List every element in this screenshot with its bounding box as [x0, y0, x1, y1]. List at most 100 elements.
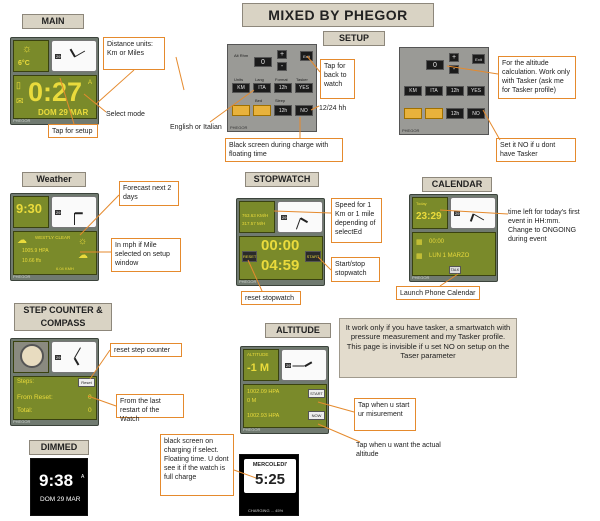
stopwatch-brand: PHEGOR [239, 279, 257, 284]
setup2-minus-button[interactable]: - [449, 65, 459, 74]
altitude-relative: 0 M [247, 398, 257, 404]
stopwatch-date-badge: 29 [281, 215, 288, 220]
weather-brand: PHEGOR [13, 274, 31, 279]
setup2-plus-button[interactable]: + [449, 53, 459, 62]
mail-icon: ✉ [16, 96, 24, 106]
setup-tasker-label: Tasker [296, 77, 308, 82]
note-tap-start: Tap when u start ur misurement [354, 398, 416, 431]
setup2-units-button[interactable]: KM [404, 86, 422, 96]
section-setup-label: SETUP [323, 31, 385, 46]
forecast-sun-icon: ☼ [78, 236, 88, 247]
setup2-tasker-button[interactable]: YES [467, 86, 485, 96]
clock-date-badge: 29 [55, 54, 62, 59]
setup-minus-button[interactable]: - [277, 62, 287, 71]
weather-tile[interactable]: ☼ 6°C [13, 40, 49, 72]
setup-alt-value: 0 [254, 57, 272, 67]
page-title: MIXED BY PHEGOR [242, 3, 434, 27]
setup-format-button[interactable]: 12h [274, 83, 292, 93]
setup-charge-button[interactable]: NO [295, 105, 313, 116]
note-tap-actual: Tap when u want the actual altitude [356, 442, 441, 458]
calendar-date-badge: 29 [454, 211, 461, 216]
weather-panel[interactable]: ☁ WEST'LY CLEAR 1005.9 HPA 10.66 ffs 6.0… [13, 231, 97, 275]
charging-day: MERCOLEDI' [252, 462, 288, 468]
brand-label: PHEGOR [13, 118, 31, 123]
setup2-sleep-button[interactable]: 12h [446, 108, 464, 119]
weather-analog-clock: 29 [51, 196, 97, 228]
altitude-pressure-2: 1002.93 HPA [247, 413, 280, 419]
setup-bed-button[interactable] [253, 105, 271, 116]
setup2-color-button[interactable] [404, 108, 422, 119]
total-label: Total: [17, 407, 33, 414]
launch-calendar-button[interactable]: TALK [449, 266, 461, 274]
calendar-analog-clock: 29 [450, 197, 496, 229]
setup-tasker-button[interactable]: YES [295, 83, 313, 93]
altitude-analog-clock: 29 [281, 349, 327, 381]
setup2-alt-value: 0 [426, 60, 444, 70]
setup-lang-button[interactable]: ITA [253, 83, 271, 93]
altitude-start-button[interactable]: START [308, 389, 325, 398]
setup2-bed-button[interactable] [425, 108, 443, 119]
altitude-now-button[interactable]: NOW [308, 411, 325, 420]
start-stopwatch-button[interactable]: START [305, 251, 321, 262]
section-step-label: STEP COUNTER & COMPASS [14, 303, 112, 331]
setup-units-button[interactable]: KM [232, 83, 250, 93]
setup2-charge-button[interactable]: NO [467, 108, 485, 119]
calendar-label: Today [416, 201, 427, 206]
setup-brand: PHEGOR [230, 125, 248, 130]
step-date-badge: 29 [55, 355, 62, 360]
reset-step-button[interactable]: Reset [78, 378, 95, 387]
note-black-screen: Black screen during charge with floating… [225, 138, 343, 162]
note-language: English or Italian [170, 124, 222, 131]
reset-stopwatch-button[interactable]: RESET [242, 251, 257, 262]
setup-lang-label: Lang [255, 77, 264, 82]
altitude-date-badge: 29 [285, 363, 292, 368]
setup-plus-button[interactable]: + [277, 50, 287, 59]
note-reset-step: reset step counter [110, 343, 182, 357]
step-hour-hand [74, 357, 80, 366]
dimmed-ampm: A [81, 474, 85, 480]
calendar-icon-2: ▦ [416, 253, 423, 260]
phone-icon: ▯ [16, 80, 21, 90]
setup-watch: Alt Rhm 0 + - Exit Units Lang Format Tas… [227, 44, 317, 132]
section-main-label: MAIN [22, 14, 84, 29]
setup-units-label: Units [234, 77, 244, 82]
from-reset-label: From Reset: [17, 394, 53, 401]
arrow-distance-to-setup [175, 56, 185, 91]
altitude-minute-hand [292, 365, 305, 367]
main-time-panel[interactable]: ▯ ✉ 0:27 A DOM 29 MAR [13, 75, 97, 119]
altitude-tile: ALTITUDE -1 M [243, 349, 279, 381]
stopwatch-watch: 763.63 KM/H 317.57 M/H 29 RESET 00:00 04… [236, 198, 325, 286]
steps-label: Steps: [17, 379, 35, 385]
section-stopwatch-label: STOPWATCH [245, 172, 319, 187]
weather-time-tile[interactable]: 9:30 [13, 196, 49, 228]
stopwatch-analog-clock: 29 [277, 201, 323, 233]
weather-minute-hand [74, 213, 75, 225]
note-forecast: Forecast next 2 days [119, 181, 179, 206]
setup2-exit-button[interactable]: Exit [472, 54, 485, 64]
step-panel: Steps: Reset From Reset: 0 Total: 0 [13, 376, 97, 420]
weather-time: 9:30 [16, 201, 43, 216]
stopwatch-hour-hand [300, 217, 309, 223]
setup2-lang-button[interactable]: ITA [425, 86, 443, 96]
note-set-no: Set it NO if u dont have Tasker [496, 138, 576, 162]
setup-exit-button[interactable]: Exit [300, 51, 313, 61]
speed-km: 763.63 KM/H [242, 213, 269, 218]
speed-mile: 317.57 M/H [242, 221, 266, 226]
altitude-watch: ALTITUDE -1 M 29 1002.09 HPA 0 M START 1… [240, 346, 329, 434]
calendar-event-1: 00:00 [429, 239, 445, 245]
forecast-cloud-icon: ☁ [78, 250, 88, 261]
charging-time: 5:25 [254, 471, 286, 488]
section-calendar-label: CALENDAR [422, 177, 492, 192]
dimmed-date: DOM 29 MAR [40, 496, 81, 503]
setup2-format-button[interactable]: 12h [446, 86, 464, 96]
note-start-stop: Start/stop stopwatch [331, 257, 380, 282]
calendar-panel: ▦ ▦ 00:00 LUN 1 MARZO TALK [412, 232, 496, 276]
setup-color-button[interactable] [232, 105, 250, 116]
speed-tile: 763.63 KM/H 317.57 M/H [239, 201, 275, 233]
calendar-time-left: 23:29 [416, 211, 442, 222]
minute-hand [74, 50, 86, 58]
altitude-value: -1 M [247, 362, 269, 374]
altitude-label: ALTITUDE [247, 352, 269, 357]
setup-sleep-button[interactable]: 12h [274, 105, 292, 116]
step-brand: PHEGOR [13, 419, 31, 424]
